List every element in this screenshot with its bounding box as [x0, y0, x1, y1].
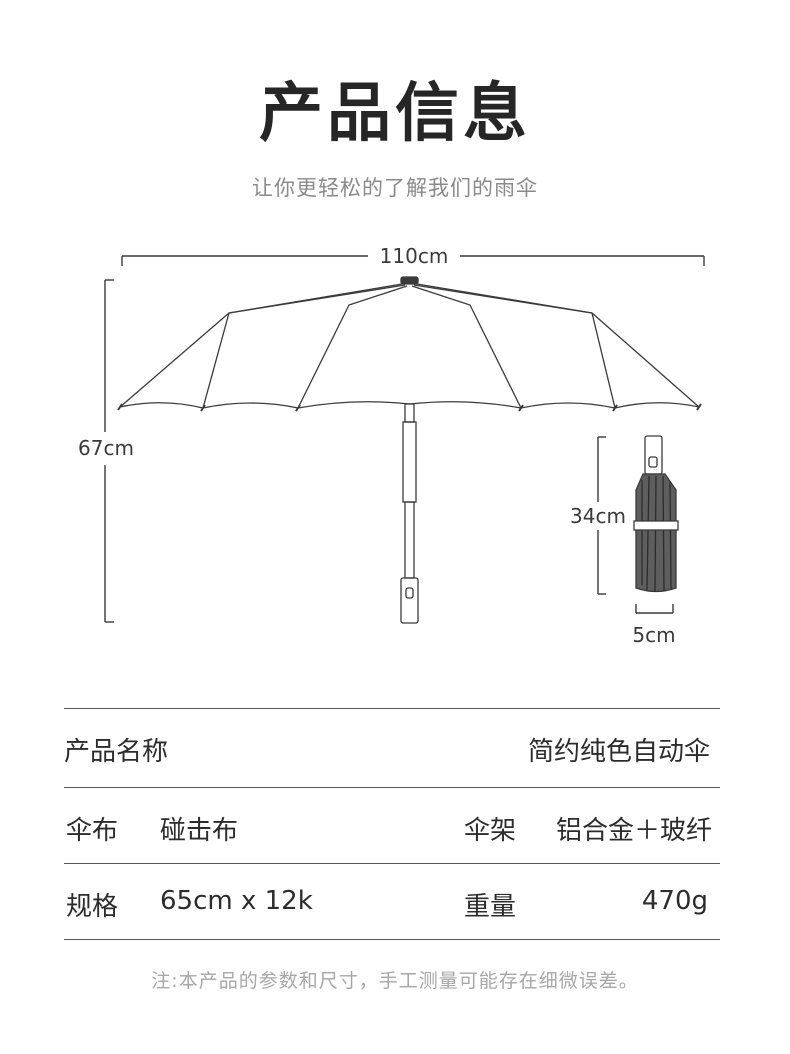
folded-length-dimension-line [597, 436, 606, 595]
open-height-label: 67cm [78, 436, 134, 460]
table-divider [64, 863, 720, 864]
product-name-value: 简约纯色自动伞 [527, 737, 710, 767]
product-name-label: 产品名称 [64, 737, 169, 767]
spec-row-size-weight: 规格 65cm x 12k 重量 470g [64, 864, 720, 939]
frame-value: 铝合金＋玻纤 [555, 816, 712, 846]
folded-diameter-dimension-line [635, 604, 674, 614]
measurement-note: 注:本产品的参数和尺寸，手工测量可能存在细微误差。 [151, 970, 639, 992]
size-value: 65cm x 12k [160, 886, 313, 916]
weight-label: 重量 [464, 892, 517, 922]
fabric-value: 碰击布 [160, 816, 239, 846]
folded-umbrella [633, 435, 679, 593]
height-dimension-line [104, 279, 114, 623]
page-subtitle: 让你更轻松的了解我们的雨伞 [252, 176, 538, 200]
umbrella-dimension-diagram: 110cm 67cm 34cm [78, 244, 705, 647]
open-width-label: 110cm [380, 244, 449, 268]
fabric-label: 伞布 [66, 816, 119, 846]
page-title: 产品信息 [259, 77, 531, 151]
table-divider [64, 939, 720, 940]
table-divider [64, 708, 720, 709]
spec-table: 产品名称 简约纯色自动伞 伞布 碰击布 伞架 铝合金＋玻纤 规格 65cm x … [64, 708, 720, 940]
weight-value: 470g [641, 886, 708, 916]
spec-row-fabric-frame: 伞布 碰击布 伞架 铝合金＋玻纤 [64, 788, 720, 863]
width-dimension-line [121, 255, 705, 266]
folded-length-label: 34cm [570, 504, 626, 528]
folded-diameter-label: 5cm [632, 623, 675, 647]
table-divider [64, 787, 720, 788]
open-umbrella [117, 276, 702, 624]
frame-label: 伞架 [464, 816, 517, 846]
spec-row-product-name: 产品名称 简约纯色自动伞 [64, 709, 720, 787]
size-label: 规格 [66, 892, 119, 922]
